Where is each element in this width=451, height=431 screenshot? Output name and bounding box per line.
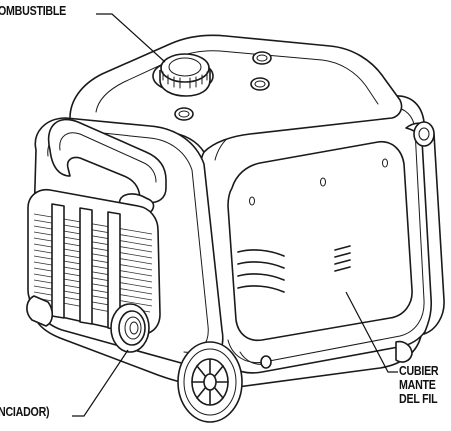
leader-filter-cover bbox=[345, 291, 398, 373]
filter-cover-label-line1: CUBIER bbox=[399, 363, 439, 378]
side-vents-right bbox=[334, 245, 351, 272]
rear-foot bbox=[395, 340, 413, 363]
filter-cover-label-line2: MANTE bbox=[399, 377, 436, 392]
grille-bar bbox=[79, 207, 93, 325]
top-hole bbox=[250, 77, 270, 91]
muffler-callout-label: NCIADOR) bbox=[0, 404, 50, 419]
lower-bolt bbox=[260, 355, 272, 369]
right-end-cap-knob bbox=[413, 121, 435, 147]
cover-fastener bbox=[249, 196, 255, 206]
fuel-cap-callout-label: OMBUSTIBLE bbox=[0, 3, 67, 18]
filter-cover-panel bbox=[227, 140, 413, 342]
top-hole bbox=[252, 51, 272, 65]
filter-cover-callout-label: CUBIER MANTE DEL FIL bbox=[399, 363, 439, 406]
side-vents-left bbox=[237, 249, 285, 293]
top-ridge bbox=[95, 50, 379, 113]
grille-bar bbox=[51, 203, 65, 319]
top-hole bbox=[174, 107, 194, 121]
filter-cover-label-line3: DEL FIL bbox=[399, 391, 438, 406]
leader-muffler bbox=[72, 349, 129, 417]
leader-fuel-cap bbox=[96, 13, 166, 63]
wheel-hub bbox=[203, 373, 217, 391]
cover-fastener bbox=[382, 158, 388, 168]
cover-fastener bbox=[320, 177, 326, 187]
front-foot bbox=[26, 295, 54, 327]
